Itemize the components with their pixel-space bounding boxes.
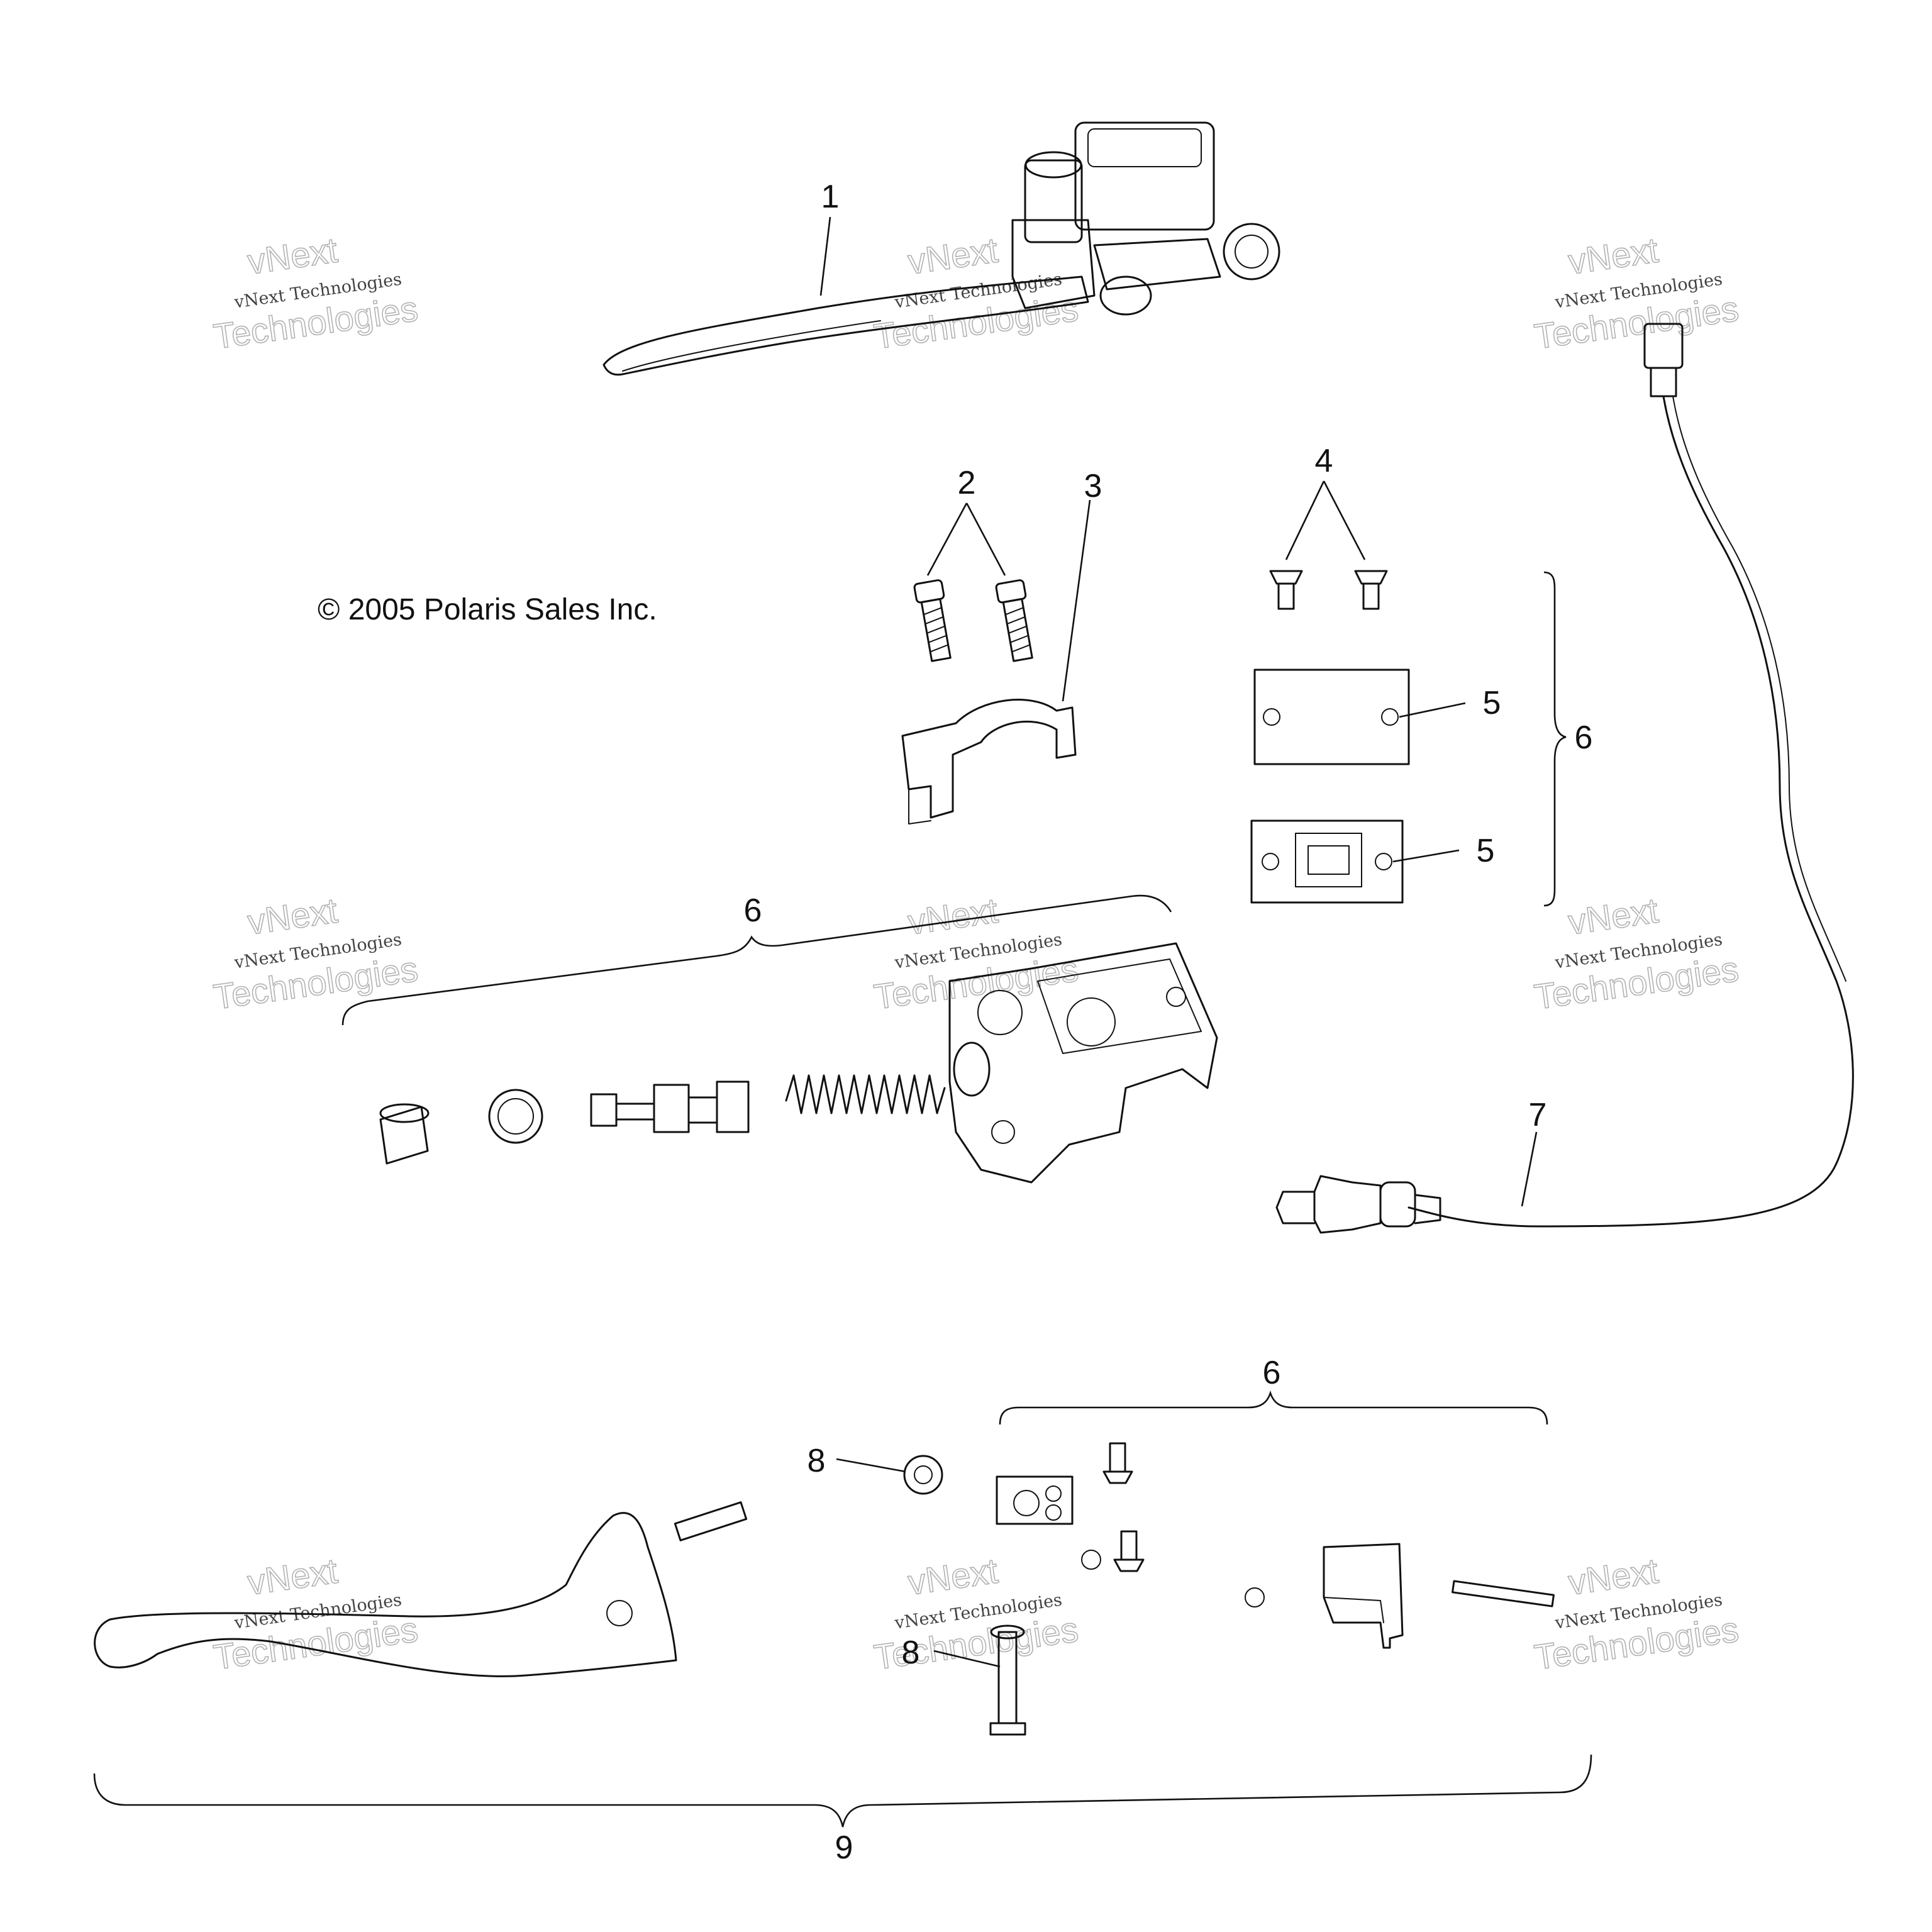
leader-1 [819, 216, 831, 296]
watermark-3: vNext vNext Technologies Technologies [1531, 230, 1741, 357]
bolt-right [995, 579, 1033, 662]
bracket-6-right [1543, 571, 1567, 907]
part-2-bolts [913, 579, 1033, 662]
watermark-6: vNext vNext Technologies Technologies [1531, 890, 1741, 1018]
watermark-top-word: vNext [1566, 891, 1661, 942]
piston [590, 1080, 750, 1133]
pivot-pin [674, 1501, 748, 1541]
master-cylinder-internals [379, 942, 1218, 1184]
spring [785, 1074, 946, 1114]
callout-5b: 5 [1477, 833, 1495, 869]
leader-5b [1392, 849, 1460, 863]
callout-4: 4 [1315, 443, 1333, 479]
copyright-text: © 2005 Polaris Sales Inc. [318, 593, 657, 626]
part-5-diaphragm [1250, 819, 1404, 904]
watermark-9: vNext vNext Technologies Technologies [1531, 1550, 1741, 1678]
bolt-left [913, 579, 952, 662]
bracket-6-bottom [999, 1390, 1548, 1425]
callout-1: 1 [821, 179, 840, 215]
small-screw-bottom [1113, 1530, 1145, 1572]
watermark-top-word: vNext [1566, 1551, 1661, 1602]
watermark-1: vNext vNext Technologies Technologies [211, 230, 421, 357]
brake-lever [94, 1512, 677, 1677]
watermarks: vNext vNext Technologies Technologies vN… [211, 230, 1741, 1678]
leader-7 [1521, 1131, 1538, 1207]
part-1-master-cylinder-assembly [602, 121, 1280, 376]
nut-left [1081, 1550, 1101, 1570]
lever-assembly [94, 1442, 1555, 1736]
callout-6-bottom: 6 [1263, 1355, 1281, 1391]
switch-housing [1323, 1543, 1404, 1649]
watermark-top-word: vNext [906, 1551, 1001, 1602]
watermark-8: vNext vNext Technologies Technologies [871, 1550, 1081, 1678]
adjuster-block [996, 1475, 1074, 1525]
leader-2 [926, 502, 1006, 576]
nut-right [1245, 1587, 1265, 1607]
watermark-5: vNext vNext Technologies Technologies [871, 890, 1081, 1018]
screw-left [1269, 570, 1303, 610]
watermark-top-word: vNext [245, 1551, 340, 1602]
callout-8-pin: 8 [902, 1635, 920, 1671]
leader-5a [1399, 702, 1466, 718]
master-cylinder-body [948, 942, 1218, 1184]
callout-6-right: 6 [1575, 719, 1593, 756]
part-4-cover-screws [1269, 570, 1388, 610]
watermark-top-word: vNext [245, 230, 340, 282]
screw-right [1354, 570, 1388, 610]
part-7-brake-cable [1275, 323, 1854, 1234]
watermark-top-word: vNext [906, 230, 1001, 282]
cable-pin [1452, 1580, 1555, 1607]
callout-9: 9 [835, 1829, 853, 1866]
leader-8-washer [836, 1458, 906, 1473]
washer [903, 1455, 943, 1495]
small-screw-top [1102, 1442, 1133, 1484]
part-5-reservoir-cover [1253, 669, 1410, 765]
callout-7: 7 [1529, 1097, 1547, 1133]
callout-3: 3 [1084, 468, 1102, 504]
bracket-9 [93, 1754, 1592, 1828]
part-3-clamp [901, 699, 1077, 824]
watermark-top-word: vNext [245, 891, 340, 942]
callout-2: 2 [958, 465, 976, 501]
watermark-4: vNext vNext Technologies Technologies [211, 890, 421, 1018]
bracket-6-middle [341, 894, 1172, 1026]
pivot-bolt [989, 1624, 1026, 1736]
callout-8-washer: 8 [808, 1443, 826, 1479]
leader-8-pin [933, 1650, 1001, 1668]
callout-5a: 5 [1483, 685, 1501, 721]
leader-4 [1285, 480, 1366, 560]
leader-3 [1062, 499, 1091, 702]
callout-6-middle: 6 [744, 892, 762, 929]
watermark-7: vNext vNext Technologies Technologies [211, 1550, 421, 1678]
watermark-top-word: vNext [1566, 230, 1661, 282]
